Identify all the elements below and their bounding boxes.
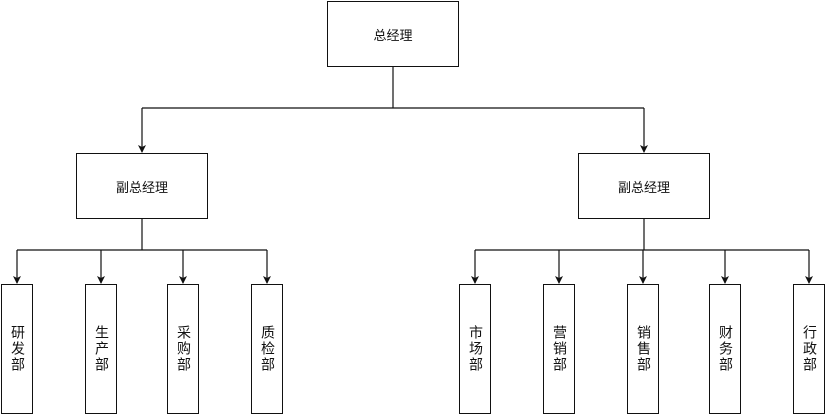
dept-node-admin: 行政部 bbox=[793, 284, 825, 414]
dept-node-label: 研发部 bbox=[9, 325, 25, 373]
dept-node-label: 行政部 bbox=[801, 325, 817, 373]
dept-node-quality: 质检部 bbox=[251, 284, 283, 414]
manager-node-label: 副总经理 bbox=[115, 180, 168, 196]
dept-node-sales: 销售部 bbox=[627, 284, 659, 414]
root-node-ceo: 总经理 bbox=[327, 1, 459, 67]
dept-node-label: 质检部 bbox=[259, 325, 275, 373]
dept-node-production: 生产部 bbox=[85, 284, 117, 414]
dept-node-finance: 财务部 bbox=[709, 284, 741, 414]
dept-node-market: 市场部 bbox=[459, 284, 491, 414]
dept-node-purchasing: 采购部 bbox=[167, 284, 199, 414]
dept-node-rd: 研发部 bbox=[1, 284, 33, 414]
manager-node-left: 副总经理 bbox=[76, 153, 208, 219]
manager-node-label: 副总经理 bbox=[617, 180, 670, 196]
dept-node-label: 营销部 bbox=[551, 325, 567, 373]
dept-node-label: 采购部 bbox=[175, 325, 191, 373]
dept-node-label: 销售部 bbox=[635, 325, 651, 373]
dept-node-label: 生产部 bbox=[93, 325, 109, 373]
dept-node-marketing: 营销部 bbox=[543, 284, 575, 414]
dept-node-label: 市场部 bbox=[467, 325, 483, 373]
root-node-label: 总经理 bbox=[373, 28, 413, 44]
dept-node-label: 财务部 bbox=[717, 325, 733, 373]
manager-node-right: 副总经理 bbox=[578, 153, 710, 219]
